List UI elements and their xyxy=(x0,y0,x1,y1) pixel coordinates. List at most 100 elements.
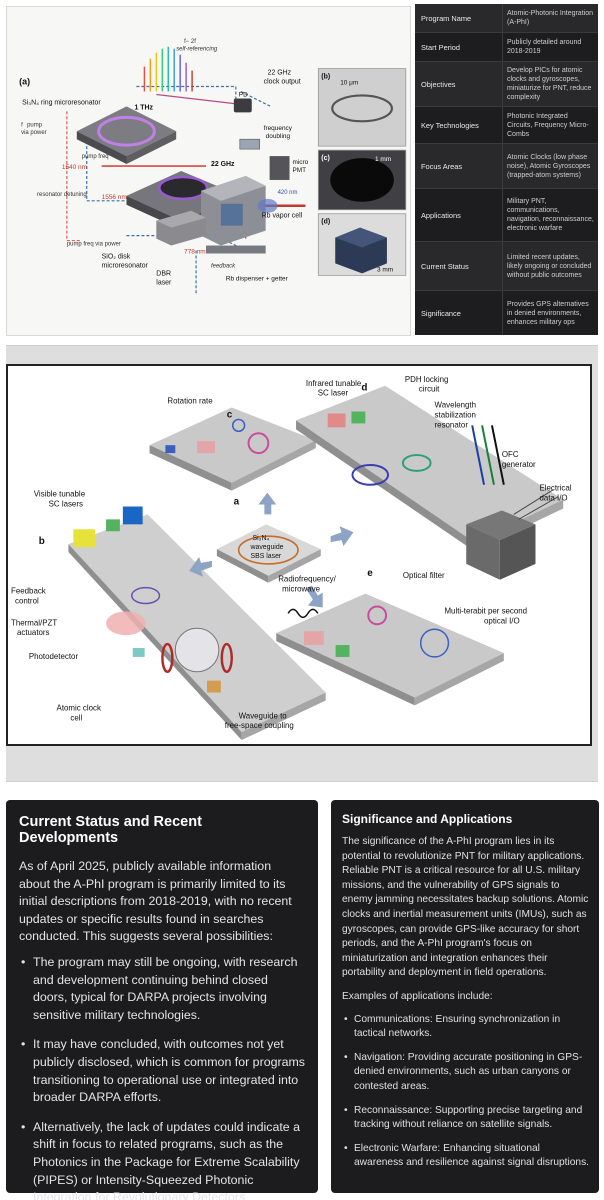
rbcell-label: Rb vapor cell xyxy=(262,213,303,220)
ring-label: Si₃N₄ ring microresonator xyxy=(22,99,101,106)
multi-label-1: Multi-terabit per second xyxy=(444,606,527,615)
optfilter-label: Optical filter xyxy=(403,571,445,580)
significance-heading: Significance and Applications xyxy=(342,812,589,826)
list-item: •Alternatively, the lack of updates coul… xyxy=(19,1119,305,1200)
info-row-key-technologies: Key Technologies Photonic Integrated Cir… xyxy=(415,107,598,144)
thermal-label-1: Thermal/PZT xyxy=(11,618,57,627)
self-ref-label: self-referencing xyxy=(176,47,218,53)
photodetector-label: Photodetector xyxy=(29,652,79,661)
info-key: Applications xyxy=(415,189,502,241)
atomic-clock-figure: (a) (b) (c) (d) f− 2f self-referencing S… xyxy=(6,6,411,336)
dbr-label-2: laser xyxy=(156,279,172,286)
panel-letter-e: e xyxy=(367,568,373,579)
disk-label-1: SiO₂ disk xyxy=(102,253,131,260)
info-row-focus-areas: Focus Areas Atomic Clocks (low phase noi… xyxy=(415,144,598,189)
pd-label: PD xyxy=(239,91,248,98)
info-key: Start Period xyxy=(415,33,502,61)
clock-label-1: 22 GHz xyxy=(268,70,292,77)
info-value: Publicly detailed around 2018-2019 xyxy=(502,33,598,61)
status-intro: As of April 2025, publicly available inf… xyxy=(19,858,305,946)
integrated-photonics-figure: a b c d e Si₃N₄ waveguide SBS laser Rota… xyxy=(6,364,592,746)
rotation-label: Rotation rate xyxy=(167,397,213,406)
info-row-objectives: Objectives Develop PICs for atomic clock… xyxy=(415,62,598,107)
wl-label-2: stabilization xyxy=(435,410,476,419)
visible-label-1: Visible tunable xyxy=(34,490,86,499)
micro-pmt xyxy=(270,156,290,180)
info-value: Atomic Clocks (low phase noise), Atomic … xyxy=(502,144,598,188)
disk-label-2: microresonator xyxy=(102,262,149,269)
center-label-3: SBS laser xyxy=(251,553,282,560)
info-key: Significance xyxy=(415,291,502,335)
info-value: Limited recent updates, likely ongoing o… xyxy=(502,242,598,290)
wl-label-3: resonator xyxy=(435,420,469,429)
info-key: Program Name xyxy=(415,4,502,32)
f2f-label: f− 2f xyxy=(184,39,196,45)
info-value: Develop PICs for atomic clocks and gyros… xyxy=(502,62,598,106)
list-item-text: Reconnaissance: Supporting precise targe… xyxy=(354,1105,582,1131)
atomic-label-1: Atomic clock xyxy=(57,703,101,712)
atomic-clock-diagram: (a) (b) (c) (d) f− 2f self-referencing S… xyxy=(7,7,410,335)
significance-body: The significance of the A-PhI program li… xyxy=(342,835,589,981)
info-key: Objectives xyxy=(415,62,502,106)
pdh-label-1: PDH locking xyxy=(405,375,449,384)
panel-label-a: (a) xyxy=(19,77,30,87)
info-row-applications: Applications Military PNT, communication… xyxy=(415,189,598,242)
scale-b-label: 10 μm xyxy=(340,80,358,87)
feedback-label-1: Feedback xyxy=(11,587,46,596)
panel-label-c: (c) xyxy=(321,155,329,162)
ofc-label-1: OFC xyxy=(502,450,519,459)
fpump-l2: pump xyxy=(27,122,43,128)
panel-label-b: (b) xyxy=(321,74,330,81)
photodiode xyxy=(234,98,252,112)
info-key: Key Technologies xyxy=(415,107,502,143)
pmt-label-1: micro xyxy=(292,159,308,166)
list-item-text: Electronic Warfare: Enhancing situationa… xyxy=(354,1143,589,1169)
l420-label: 420 nm xyxy=(278,190,298,196)
atomic-label-2: cell xyxy=(70,713,82,722)
list-item-text: Alternatively, the lack of updates could… xyxy=(33,1120,300,1200)
infrared-label-1: Infrared tunable xyxy=(306,379,362,388)
panel-letter-a: a xyxy=(234,497,240,508)
program-info-table: Program Name Atomic-Photonic Integration… xyxy=(415,4,598,335)
wl-label-1: Wavelength xyxy=(435,401,476,410)
l1556-label: 1556 nm xyxy=(102,194,127,201)
current-status-panel: Current Status and Recent Developments A… xyxy=(6,800,318,1193)
list-item-text: It may have concluded, with outcomes not… xyxy=(33,1037,305,1104)
doubling-label-1: frequency xyxy=(264,125,293,132)
disk-resonator xyxy=(159,177,207,199)
feedback-label: feedback xyxy=(211,263,236,269)
visible-label-2: SC lasers xyxy=(49,500,83,509)
feedback-label-2: control xyxy=(15,596,39,605)
l1540-label: 1540 nm xyxy=(62,164,87,171)
center-label-2: waveguide xyxy=(250,544,284,551)
waveguide-label-1: Waveguide to xyxy=(239,711,288,720)
info-value: Photonic Integrated Circuits, Frequency … xyxy=(502,107,598,143)
clock-label-2: clock output xyxy=(264,79,301,86)
pdh-label-2: circuit xyxy=(419,385,440,394)
dispenser-label: Rb dispenser + getter xyxy=(226,275,289,282)
examples-intro: Examples of applications include: xyxy=(342,990,589,1005)
info-value: Provides GPS alternatives in denied envi… xyxy=(502,291,598,335)
integrated-photonics-diagram: a b c d e Si₃N₄ waveguide SBS laser Rota… xyxy=(8,366,590,744)
info-key: Current Status xyxy=(415,242,502,290)
infrared-label-2: SC laser xyxy=(318,389,349,398)
pmt-label-2: PMT xyxy=(292,167,306,174)
dbr-label-1: DBR xyxy=(156,270,171,277)
center-label-1: Si₃N₄ xyxy=(252,535,269,542)
ghz22-label: 22 GHz xyxy=(211,161,235,168)
elec-label-2: data I/O xyxy=(539,494,567,503)
scale-c-label: 1 mm xyxy=(375,156,391,163)
list-item: •The program may still be ongoing, with … xyxy=(19,954,305,1024)
info-key: Focus Areas xyxy=(415,144,502,188)
info-row-current-status: Current Status Limited recent updates, l… xyxy=(415,242,598,291)
list-item: •It may have concluded, with outcomes no… xyxy=(19,1036,305,1106)
waveguide-label-2: free-space coupling xyxy=(225,721,294,730)
rf-label-2: microwave xyxy=(282,585,320,594)
panel-label-d: (d) xyxy=(321,219,330,226)
doubling-label-2: doubling xyxy=(266,133,291,140)
thermal-label-2: actuators xyxy=(17,628,50,637)
panel-letter-d: d xyxy=(361,383,367,394)
thz-label: 1 THz xyxy=(134,104,153,111)
panel-letter-c: c xyxy=(227,409,233,420)
info-value: Atomic-Photonic Integration (A-PhI) xyxy=(502,4,598,32)
